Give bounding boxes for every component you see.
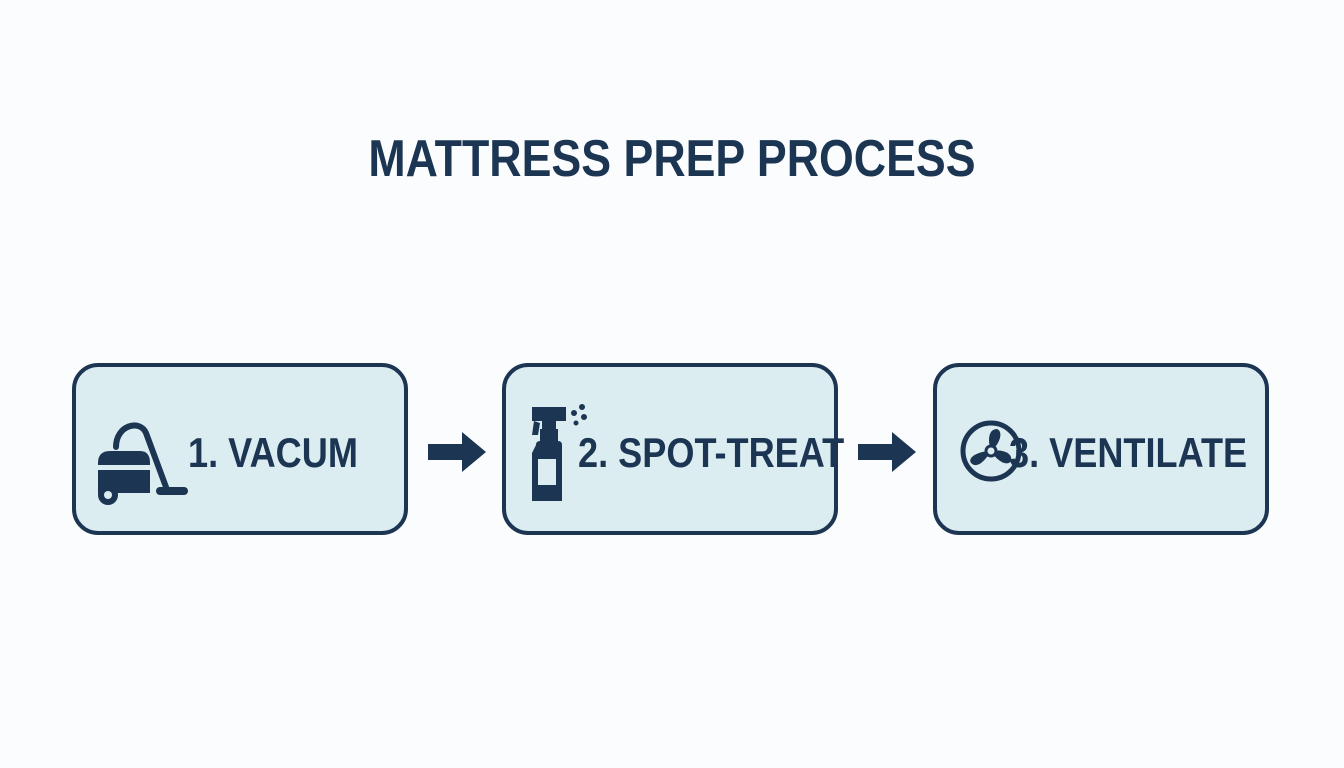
step-label-spot-treat: 2. SPOT-TREAT bbox=[578, 429, 845, 476]
diagram-title: MATTRESS PREP PROCESS bbox=[368, 130, 976, 188]
step-spot-treat: 2. SPOT-TREAT bbox=[502, 363, 844, 535]
fan-icon bbox=[960, 420, 1022, 482]
step-label-vacuum: 1. VACUM bbox=[188, 429, 358, 476]
vacuum-cleaner-icon bbox=[98, 422, 188, 505]
arrow-right-icon bbox=[858, 432, 916, 472]
step-label-ventilate: 3. VENTILATE bbox=[1009, 429, 1248, 476]
spray-bottle-icon bbox=[532, 404, 587, 501]
arrow-right-icon bbox=[428, 432, 486, 472]
step-vacuum: 1. VACUM bbox=[72, 363, 408, 535]
step-ventilate: 3. VENTILATE bbox=[933, 363, 1269, 535]
